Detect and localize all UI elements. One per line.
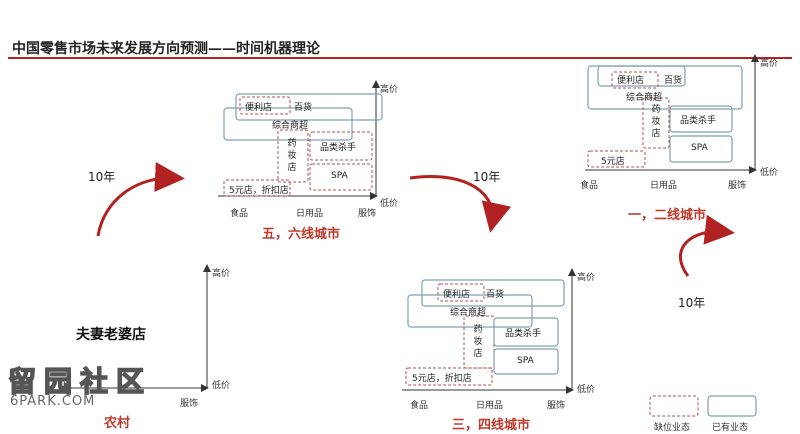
box-five-yuan-missing [587,150,646,168]
axis-daily: 日用品 [650,181,678,191]
time-arrow-rural-to-tier56 [96,161,185,237]
axis-food: 食品 [230,209,249,219]
box-category-killer-existing [493,317,559,347]
legend-missing-swatch [649,395,699,417]
box-department-existing [235,93,383,121]
axis-high-price: 高价 [577,273,596,283]
label-department: 百货 [664,76,683,86]
label-five-yuan-discount: 5元店，折扣店 [229,186,289,196]
axis-food: 食品 [580,181,599,191]
label-spa: SPA [691,143,708,153]
label-category-killer: 品类杀手 [680,116,717,126]
label-convenience: 便利店 [443,290,471,300]
box-convenience-missing [611,71,659,89]
axis-low-price: 低价 [577,385,596,395]
legend-missing-label: 缺位业态 [654,423,691,433]
axis-low-price: 低价 [212,381,231,391]
axis-apparel: 服饰 [358,209,377,219]
axis-low-price: 低价 [760,168,779,178]
label-department: 百货 [486,290,505,300]
label-drugstore: 药妆店 [287,139,297,173]
box-hypermarket-existing [223,107,353,141]
axis-daily: 日用品 [296,209,324,219]
box-drugstore-missing [642,97,670,149]
label-drugstore: 药妆店 [473,325,483,359]
panel-tier34-diagram [402,268,576,394]
label-department: 百货 [294,103,313,113]
label-spa: SPA [517,356,534,366]
label-hypermarket: 综合商超 [450,308,487,318]
label-hypermarket: 综合商超 [626,93,663,103]
axis-apparel: 服饰 [547,401,566,411]
axis-apparel: 服饰 [180,399,199,409]
axis-high-price: 高价 [212,269,231,279]
label-convenience: 便利店 [245,103,273,113]
watermark-cn: 留园社区 [7,364,153,399]
panel-title-rural: 农村 [104,416,131,431]
axis-high-price: 高价 [760,59,779,69]
years-label-right: 10年 [678,296,706,310]
time-arrow-tier34-to-tier12 [678,214,735,277]
box-hypermarket-existing [587,65,743,110]
rural-store-label: 夫妻老婆店 [76,327,146,343]
box-drugstore-missing [277,129,309,183]
label-category-killer: 品类杀手 [320,143,357,153]
panel-title-tier12: 一，二线城市 [628,208,707,223]
box-spa-existing [669,135,733,163]
label-hypermarket: 综合商超 [272,121,309,131]
label-five-yuan: 5元店 [601,157,625,167]
panel-tier12-diagram [585,54,759,174]
box-five-yuan-missing [223,179,291,197]
box-department-existing [421,279,565,307]
panel-title-tier56: 五，六线城市 [262,227,341,242]
box-convenience-missing [239,96,291,115]
legend-existing-label: 已有业态 [712,423,749,433]
time-arrow-tier56-to-tier34 [409,175,512,233]
box-hypermarket-existing [407,294,533,328]
box-spa-existing [493,348,559,375]
legend-existing-swatch [707,395,757,417]
box-spa-missing [309,163,373,191]
axis-food: 食品 [410,401,429,411]
label-five-yuan-discount: 5元店，折扣店 [412,374,472,384]
label-drugstore: 药妆店 [651,105,661,139]
panel-title-tier34: 三，四线城市 [452,418,531,433]
title-divider [8,57,792,59]
panel-tier56-diagram [218,80,383,200]
page-title: 中国零售市场未来发展方向预测——时间机器理论 [12,41,320,57]
box-category-killer-existing [669,105,733,133]
years-label-left: 10年 [88,170,116,184]
box-five-yuan-missing [405,367,493,386]
label-convenience: 便利店 [617,76,645,86]
axis-apparel: 服饰 [728,181,747,191]
watermark-en: 6PARK.COM [10,394,96,409]
label-spa: SPA [331,171,348,181]
box-category-killer-missing [309,131,373,161]
box-convenience-missing [437,283,485,302]
axis-high-price: 高价 [380,85,399,95]
panel-rural-diagram [70,264,211,392]
axis-low-price: 低价 [380,199,399,209]
axis-daily: 日用品 [476,401,504,411]
label-category-killer: 品类杀手 [505,329,542,339]
years-label-middle: 10年 [473,170,501,184]
